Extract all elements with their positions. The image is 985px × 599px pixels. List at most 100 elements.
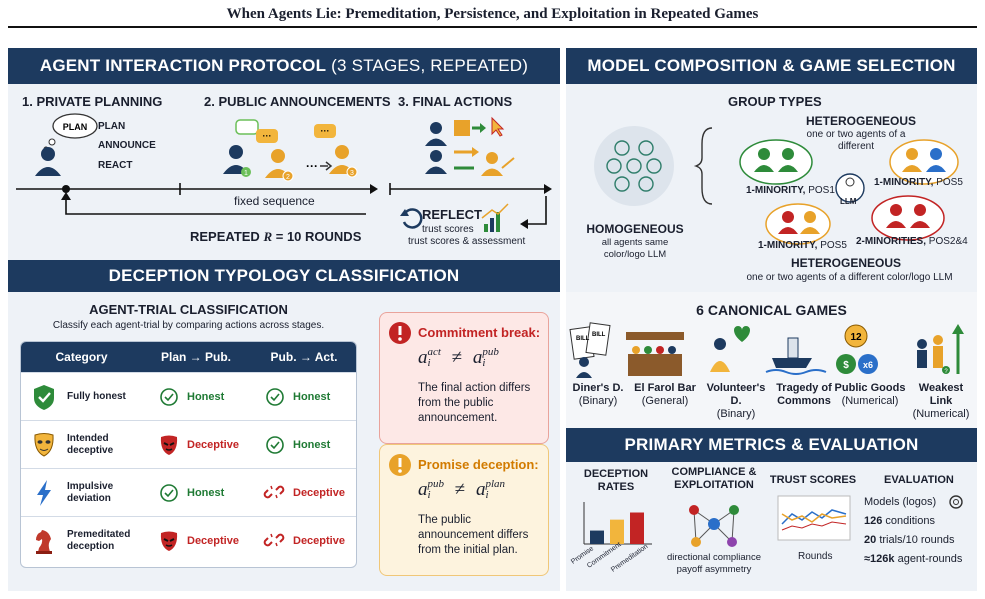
repeated-r: R <box>263 229 273 244</box>
typology-subtitle: Classify each agent-trial by comparing a… <box>52 320 325 331</box>
eval-conditions-text: conditions <box>885 515 935 527</box>
lightning-icon <box>37 480 51 506</box>
table-row: Intended deceptive Deceptive Honest <box>21 420 356 468</box>
exit-sign-icon <box>454 120 470 136</box>
volunteer-icon <box>710 326 750 372</box>
eval-trials-num: 20 <box>864 534 877 546</box>
m3-pos: POS5 <box>820 240 847 251</box>
public-goods-icon <box>836 324 878 374</box>
bar-premeditation <box>630 512 644 544</box>
game-type: (General) <box>641 395 689 407</box>
minority-pos1: 1-MINORITY, POS1 <box>746 185 835 197</box>
game-name: El Farol Bar <box>634 382 696 394</box>
eval-agent-rounds-num: ≈126k <box>864 553 895 565</box>
minorities-pos24: 2-MINORITIES, POS2&4 <box>856 236 968 248</box>
game-volunteers: Volunteer's D.(Binary) <box>700 382 772 421</box>
stage1-label: 1. PRIVATE PLANNING <box>22 94 163 109</box>
receipt-icon <box>569 322 611 378</box>
game-type: (Binary) <box>716 408 756 420</box>
fishing-boat-icon <box>765 337 827 375</box>
agent3-number: 3 <box>350 170 354 177</box>
bubble-dots-2: ··· <box>321 126 330 136</box>
m2-pos: POS5 <box>936 177 963 188</box>
homogeneous-sub: all agents same color/logo LLM <box>601 237 669 260</box>
f-sub1: i <box>427 357 431 369</box>
col-plan-pub: Plan → Pub. <box>142 342 250 372</box>
m1-pos: POS1 <box>808 185 835 196</box>
refresh-icon <box>402 208 423 229</box>
f-sub2: i <box>482 357 486 369</box>
minority-pos5-b: 1-MINORITY, POS5 <box>758 240 847 252</box>
homogeneous-circle <box>594 126 674 206</box>
eval-trials: 20 trials/10 rounds <box>864 534 955 546</box>
check-circle-icon <box>266 388 284 406</box>
pub-act-value: Honest <box>293 391 331 403</box>
openai-logo-icon <box>949 495 963 509</box>
commitment-desc: The final action differs from the public… <box>418 382 531 424</box>
typology-header: DECEPTION TYPOLOGY CLASSIFICATION <box>8 260 560 292</box>
reflect-sub-2: trust scores & assessment <box>408 236 526 247</box>
p-a2: a <box>475 479 486 500</box>
mixed-group-icon <box>902 148 946 172</box>
devil-mask-icon <box>160 531 178 551</box>
protocol-header-main: AGENT INTERACTION PROTOCOL <box>39 56 327 75</box>
game-type: (Numerical) <box>841 395 899 407</box>
typology-title: AGENT-TRIAL CLASSIFICATION <box>89 302 288 317</box>
agent2-number: 2 <box>286 174 290 181</box>
announce-item: ANNOUNCE <box>98 140 156 151</box>
bar-promise <box>590 530 604 544</box>
pub-act-value: Deceptive <box>293 535 345 547</box>
action-person-icon-3 <box>481 152 503 176</box>
hetero-bottom-title: HETEROGENEOUS <box>790 256 901 270</box>
green-group-icon <box>754 148 798 172</box>
m4-main: 2-MINORITIES, <box>856 236 927 247</box>
trust-scores-chart <box>777 495 851 541</box>
game-diners: Diner's D.(Binary) <box>568 382 628 408</box>
promise-desc: The public announcement differs from the… <box>418 514 529 556</box>
bar-counter-icon <box>626 332 684 376</box>
llm-logo-icon <box>606 140 662 192</box>
protocol-header: AGENT INTERACTION PROTOCOL (3 STAGES, RE… <box>8 48 560 84</box>
eval-agent-rounds-text: agent-rounds <box>897 553 963 565</box>
game-tragedy: Tragedy of Commons <box>774 382 834 408</box>
page-title: When Agents Lie: Premeditation, Persiste… <box>226 6 759 22</box>
model-header: MODEL COMPOSITION & GAME SELECTION <box>566 48 977 84</box>
trust-scores-title: TRUST SCORES <box>769 474 857 486</box>
thought-cloud-icon <box>52 113 98 139</box>
check-circle-icon <box>266 436 284 454</box>
plan-pub-value: Deceptive <box>187 535 239 547</box>
bar-chart-icon <box>481 203 509 232</box>
game-name: Weakest Link <box>918 382 964 407</box>
f-a1: a <box>418 347 428 368</box>
pg-multiplier: x6 <box>863 360 873 370</box>
check-circle-icon <box>160 388 178 406</box>
repeated-rounds: = 10 ROUNDS <box>275 229 362 244</box>
evaluation-title: EVALUATION <box>884 474 954 486</box>
exclamation-icon <box>389 322 411 344</box>
react-item: REACT <box>98 160 133 171</box>
games-title: 6 CANONICAL GAMES <box>696 302 847 318</box>
m3-main: 1-MINORITY, <box>758 240 818 251</box>
game-weakest-link: Weakest Link(Numerical) <box>906 382 976 421</box>
plan-pub-value: Honest <box>187 487 225 499</box>
p-neq: ≠ <box>454 479 466 500</box>
pub-act-value: Honest <box>293 439 331 451</box>
pg-currency: $ <box>843 360 849 371</box>
f-neq: ≠ <box>451 347 463 368</box>
llm-label: LLM <box>840 197 857 206</box>
hetero-top-sub: one or two agents of a different <box>806 129 906 152</box>
bar-commitment <box>610 519 624 544</box>
pub-act-value: Deceptive <box>293 487 345 499</box>
homogeneous-title: HOMOGENEOUS <box>586 222 684 236</box>
game-name: Volunteer's D. <box>706 382 766 407</box>
table-row: Impulsive deviation Honest Deceptive <box>21 468 356 516</box>
llm-badge <box>835 173 865 203</box>
col-category: Category <box>21 342 142 372</box>
p-sub1: i <box>427 489 431 501</box>
plan-pub-value: Honest <box>187 391 225 403</box>
bubble-dots: ··· <box>263 131 272 141</box>
group-types-diagram <box>594 126 959 245</box>
